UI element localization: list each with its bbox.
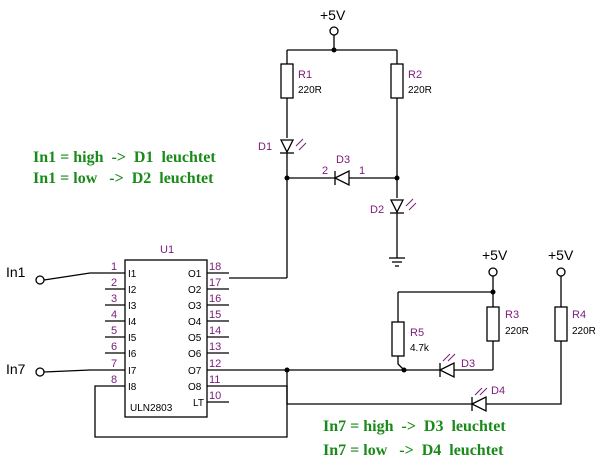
- r4-ref: R4: [572, 309, 586, 321]
- pin-name: O7: [188, 366, 202, 377]
- d4-ref: D4: [491, 385, 505, 397]
- r5-ref: R5: [410, 327, 424, 339]
- pin-name: O3: [188, 301, 202, 312]
- pin-name: O8: [188, 382, 202, 393]
- d3-top-ref: D3: [336, 154, 350, 166]
- diode-d3-top: [333, 169, 350, 187]
- supply-label-r3: +5V: [482, 247, 508, 263]
- light-arrow: [298, 142, 307, 151]
- pin-name: I6: [128, 349, 137, 360]
- d3-pin-2: 2: [322, 165, 328, 177]
- junction: [394, 175, 400, 181]
- resistor-r4: [554, 306, 568, 342]
- wire: [397, 356, 405, 371]
- pin-name: O1: [188, 269, 202, 280]
- pin-num: 6: [111, 341, 117, 353]
- resistor-r3: [486, 306, 500, 342]
- pin-num: 11: [209, 374, 220, 386]
- pin-num: 13: [209, 341, 221, 353]
- wire: [43, 369, 105, 373]
- pin-num: 14: [209, 325, 221, 337]
- note-in1-low: In1 = low -> D2 leuchtet: [33, 170, 214, 187]
- supply-label-top: +5V: [320, 7, 346, 23]
- pin-name: I4: [128, 317, 137, 328]
- d3-bottom-ref: D3: [461, 358, 475, 370]
- input-in1-terminal: [35, 275, 45, 285]
- r2-ref: R2: [408, 69, 422, 81]
- pin-num: 10: [209, 390, 221, 402]
- ic-part: ULN2803: [130, 403, 173, 414]
- r1-ref: R1: [298, 69, 312, 81]
- light-arrow: [442, 353, 451, 362]
- pin-name: O6: [188, 349, 202, 360]
- led-d2: [389, 199, 405, 214]
- wire: [94, 385, 288, 438]
- pin-name: O5: [188, 333, 202, 344]
- r1-value: 220R: [298, 85, 322, 96]
- ic-uln2803: [124, 259, 208, 418]
- resistor-r5: [391, 321, 405, 357]
- r4-value: 220R: [572, 326, 596, 337]
- pin-num: 17: [209, 277, 221, 289]
- pin-num: 2: [111, 277, 117, 289]
- pin-num: 15: [209, 309, 221, 321]
- pin-name: I8: [128, 382, 137, 393]
- pin-num: 16: [209, 293, 221, 305]
- pin-name: I5: [128, 333, 137, 344]
- light-arrow: [295, 138, 304, 147]
- d1-ref: D1: [258, 141, 272, 153]
- ic-right-pins: [207, 272, 229, 403]
- wire: [486, 341, 562, 405]
- led-d4: [470, 395, 487, 413]
- light-arrow: [408, 202, 417, 211]
- supply-label-r4: +5V: [548, 247, 574, 263]
- note-in7-low: In7 = low -> D4 leuchtet: [323, 442, 504, 459]
- pin-name: O4: [188, 317, 202, 328]
- supply-terminal-r3: [488, 267, 498, 277]
- light-arrow: [479, 387, 488, 396]
- resistor-r1: [280, 63, 294, 99]
- pin-num: 18: [209, 261, 221, 273]
- supply-terminal-r4: [556, 267, 566, 277]
- pin-name: I1: [128, 269, 137, 280]
- pin-num: 1: [111, 261, 117, 273]
- r3-value: 220R: [505, 326, 529, 337]
- input-in1-label: In1: [6, 264, 26, 280]
- note-in7-high: In7 = high -> D3 leuchtet: [323, 418, 506, 435]
- light-arrow: [447, 353, 456, 362]
- r5-value: 4.7k: [410, 343, 430, 354]
- ic-left-pins: [105, 272, 125, 387]
- pin-num: 8: [111, 374, 117, 386]
- led-d3-bottom: [438, 361, 455, 379]
- d2-ref: D2: [370, 204, 384, 216]
- ic-ref: U1: [160, 244, 174, 256]
- wire: [43, 272, 105, 281]
- led-d1: [279, 139, 295, 154]
- pin-num: 4: [111, 309, 117, 321]
- r2-value: 220R: [408, 85, 432, 96]
- r3-ref: R3: [505, 309, 519, 321]
- pin-name: I2: [128, 285, 137, 296]
- pin-name: O2: [188, 285, 202, 296]
- pin-num: 5: [111, 325, 117, 337]
- input-in7-terminal: [35, 367, 45, 377]
- input-in7-label: In7: [6, 361, 26, 377]
- pin-num: 7: [111, 358, 117, 370]
- pin-name: LT: [193, 398, 204, 409]
- pin-name: I7: [128, 366, 137, 377]
- d3-pin-1: 1: [359, 165, 365, 177]
- junction: [331, 47, 337, 53]
- note-in1-high: In1 = high -> D1 leuchtet: [33, 149, 216, 166]
- light-arrow: [405, 198, 414, 207]
- pin-num: 3: [111, 293, 117, 305]
- supply-terminal-top: [329, 26, 339, 36]
- pin-name: I3: [128, 301, 137, 312]
- light-arrow: [474, 387, 483, 396]
- resistor-r2: [390, 63, 404, 99]
- pin-num: 12: [209, 358, 221, 370]
